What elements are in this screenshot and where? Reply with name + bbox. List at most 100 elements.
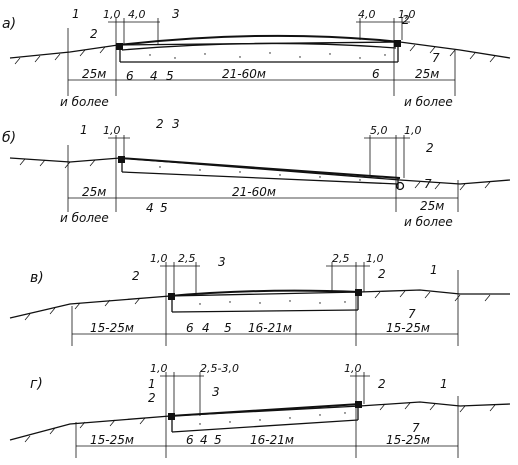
panel-d-callout-5: 5 xyxy=(214,433,222,447)
panel-d: г) xyxy=(9,362,511,458)
panel-d-top-dim-2: 2,5-3,0 xyxy=(200,362,239,375)
panel-a: а) xyxy=(2,7,511,109)
panel-a-layer-top xyxy=(121,42,397,51)
panel-d-layer-bottom xyxy=(171,419,359,433)
panel-a-callout-5: 5 xyxy=(166,69,174,83)
panel-c-callout-7: 7 xyxy=(408,307,416,321)
panel-d-top-dim-3: 1,0 xyxy=(344,362,362,375)
panel-c: в) xyxy=(9,252,510,346)
panel-b-ground-hatching xyxy=(19,158,491,191)
panel-b-fill-dots xyxy=(159,166,361,181)
panel-c-letter: в) xyxy=(30,270,44,286)
panel-a-callout-6: 6 xyxy=(126,69,134,83)
panel-d-surface xyxy=(169,403,361,417)
panel-b-top-dim-2: 5,0 xyxy=(370,124,388,137)
panel-b-dim-guides xyxy=(67,135,459,212)
panel-c-callout-1: 1 xyxy=(430,263,438,277)
panel-d-fill-dots xyxy=(199,412,346,425)
panel-a-dim-guides xyxy=(67,18,456,96)
panel-d-callout-4: 4 xyxy=(200,433,208,447)
panel-c-ground-hatching xyxy=(24,290,491,321)
panel-b-callout-5: 5 xyxy=(160,201,168,215)
panel-d-callout-7: 7 xyxy=(412,421,420,435)
panel-d-callout-2b: 2 xyxy=(378,377,386,391)
panel-a-top-dim-3: 4,0 xyxy=(358,8,376,21)
panel-c-surface xyxy=(169,289,361,297)
panel-c-drain-left xyxy=(168,293,175,300)
panel-b-note-left: и более xyxy=(60,211,109,225)
panel-a-callout-2b: 2 xyxy=(402,13,410,27)
panel-a-callout-3: 3 xyxy=(172,7,180,21)
panel-b-callout-2b: 2 xyxy=(426,141,434,155)
panel-c-callout-2: 2 xyxy=(132,269,140,283)
panel-a-bottom-dim-1: 25м xyxy=(82,67,106,81)
panel-d-callout-2: 2 xyxy=(148,391,156,405)
panel-b-bottom-dim-3: 25м xyxy=(420,199,444,213)
panel-a-letter: а) xyxy=(2,16,16,32)
panel-c-fill-dots xyxy=(199,300,346,305)
panel-d-bottom-dim-2: 16-21м xyxy=(250,433,294,447)
panel-a-note-left: и более xyxy=(60,95,109,109)
panel-d-callout-3: 3 xyxy=(212,385,220,399)
panel-c-callout-4: 4 xyxy=(202,321,210,335)
panel-b-note-right: и более xyxy=(404,215,453,229)
panel-d-bottom-dim-1: 15-25м xyxy=(90,433,134,447)
panel-a-bottom-dim-2: 21-60м xyxy=(222,67,266,81)
panel-c-callout-5: 5 xyxy=(224,321,232,335)
panel-b-callout-2: 2 xyxy=(156,117,164,131)
panel-d-callout-1b: 1 xyxy=(440,377,448,391)
panel-c-ground-line xyxy=(9,289,510,319)
panel-c-top-dim-4: 1,0 xyxy=(366,252,384,265)
panel-c-layer-bottom xyxy=(171,309,359,313)
panel-c-top-dim-1: 1,0 xyxy=(150,252,168,265)
panel-b-bottom-dim-1: 25м xyxy=(82,185,106,199)
panel-a-note-right: и более xyxy=(404,95,453,109)
panel-c-drain-right xyxy=(355,289,362,296)
panel-b-surface xyxy=(119,157,401,179)
panel-c-dim-guides xyxy=(71,262,459,346)
panel-b-bottom-dim-2: 21-60м xyxy=(232,185,276,199)
panel-c-top-dim-2: 2,5 xyxy=(178,252,196,265)
panel-d-top-dim-1: 1,0 xyxy=(150,362,168,375)
panel-d-bottom-dim-3: 15-25м xyxy=(386,433,430,447)
panel-b-callout-4: 4 xyxy=(146,201,154,215)
panel-a-bottom-dim-3: 25м xyxy=(415,67,439,81)
panel-b-callout-1: 1 xyxy=(80,123,88,137)
panel-c-top-dim-3: 2,5 xyxy=(332,252,350,265)
panel-a-top-dim-2: 4,0 xyxy=(128,8,146,21)
panel-c-bottom-dim-1: 15-25м xyxy=(90,321,134,335)
panel-d-callout-6: 6 xyxy=(186,433,194,447)
panel-d-letter: г) xyxy=(30,376,43,392)
panel-d-drain-right xyxy=(355,401,362,408)
panel-b-drain-right xyxy=(395,181,405,191)
panel-a-drain-right xyxy=(394,40,401,47)
panel-d-drain-left xyxy=(168,413,175,420)
panel-c-callout-3: 3 xyxy=(218,255,226,269)
panel-d-callout-1: 1 xyxy=(148,377,156,391)
panel-a-callout-2: 2 xyxy=(90,27,98,41)
panel-a-drain-left xyxy=(116,43,123,50)
panel-a-top-dim-4: 1,0 xyxy=(398,8,416,21)
panel-a-callout-6b: 6 xyxy=(372,67,380,81)
panel-c-bottom-dim-3: 15-25м xyxy=(386,321,430,335)
panel-b-letter: б) xyxy=(2,130,16,146)
panel-b-callout-7: 7 xyxy=(424,177,432,191)
panel-a-top-dim-1: 1,0 xyxy=(103,8,121,21)
panel-b-ground-line xyxy=(9,157,511,185)
panel-a-fill-dots xyxy=(149,52,386,59)
panel-a-ground-hatching xyxy=(14,44,496,65)
panel-b: б) 1,0 5,0 xyxy=(2,117,511,229)
panel-d-dim-guides xyxy=(75,372,459,458)
panel-b-callout-3: 3 xyxy=(172,117,180,131)
panel-a-callout-7: 7 xyxy=(432,51,440,65)
panel-c-callout-2b: 2 xyxy=(378,267,386,281)
panel-c-callout-6: 6 xyxy=(186,321,194,335)
panel-d-ground-hatching xyxy=(24,402,496,443)
panel-b-layer-bottom xyxy=(121,171,399,185)
panel-a-callout-1: 1 xyxy=(72,7,80,21)
panel-a-callout-4: 4 xyxy=(150,69,158,83)
panel-c-bottom-dim-2: 16-21м xyxy=(248,321,292,335)
panel-b-top-dim-1: 1,0 xyxy=(103,124,121,137)
panel-b-drain-left xyxy=(118,156,125,163)
